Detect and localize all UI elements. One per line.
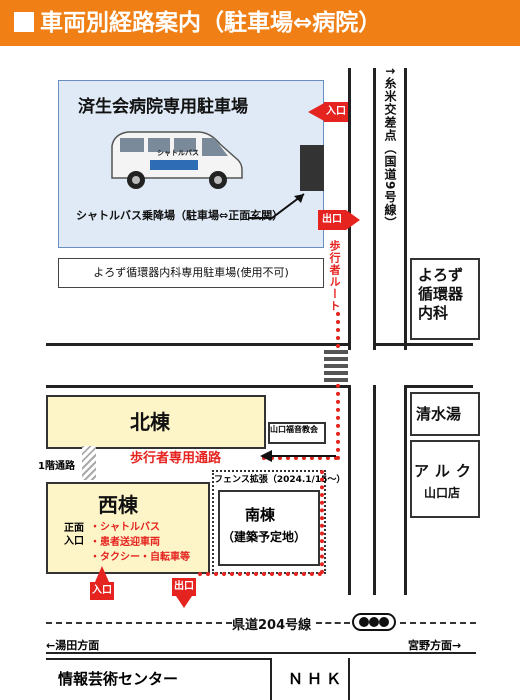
aruku-label: アルク [414, 462, 477, 480]
list-item: ・シャトルバス [90, 522, 160, 533]
fence-label: フェンス拡張（2024.1/15〜） [214, 475, 346, 485]
pedestrian-path-label: 歩行者専用通路 [130, 451, 222, 466]
road-dashed-line [46, 622, 232, 624]
passage-hatch [82, 446, 96, 480]
page-title: 車両別経路案内（駐車場⇔病院） [14, 6, 381, 40]
shimizu-box [410, 392, 480, 436]
left-direction-label: ←湯田方面 [46, 639, 100, 652]
west-wing [46, 482, 210, 574]
road-line [404, 68, 407, 350]
square-icon [14, 12, 34, 32]
vehicle-route-line [320, 470, 324, 574]
road-line [407, 385, 473, 388]
arrow-icon [248, 193, 305, 219]
road-line [46, 658, 270, 660]
north-wing [46, 395, 266, 449]
road-dashed-line [316, 622, 350, 624]
south-wing-label: 南棟 [245, 506, 276, 524]
vehicle-route-line [198, 572, 322, 576]
south-wing [218, 490, 320, 566]
road-line [46, 343, 348, 346]
entrance-vehicle-list: ・シャトルバス ・患者送迎車両 ・タクシー・自転車等 [90, 520, 190, 565]
arrow-left-icon [308, 102, 326, 122]
arrow-up-icon [95, 566, 109, 582]
yorozu-clinic-label: よろず 循環器 内科 [418, 266, 464, 322]
shuttle-van-icon [111, 131, 243, 189]
arrow-left-icon [260, 450, 336, 462]
hospital-entrance-badge: 入口 [90, 582, 114, 600]
nhk-label: ＮＨＫ [288, 670, 346, 688]
road-line [270, 658, 272, 700]
van-text: シャトルバス [157, 149, 199, 157]
south-wing-sub-label: （建築予定地） [222, 530, 307, 544]
north-road-label: ↑糸米交差点（国道9号線） [383, 66, 397, 230]
church-box [268, 422, 326, 444]
shuttle-stop-label: シャトルバス乗降場（駐車場⇔正面玄関） [76, 209, 284, 222]
pedestrian-route-label: 歩行者ルート [328, 240, 341, 312]
parking-exit-badge: 出口 [318, 210, 346, 230]
jouhou-center-label: 情報芸術センター [58, 670, 179, 688]
list-item: ・患者送迎車両 [90, 537, 160, 548]
north-wing-label: 北棟 [130, 410, 170, 434]
prefectural-road-label: 県道204号線 [232, 618, 312, 633]
parking-entrance-badge: 入口 [324, 102, 348, 122]
yorozu-clinic-box [410, 258, 480, 340]
list-item: ・タクシー・自転車等 [90, 552, 190, 563]
traffic-light-icon [352, 613, 396, 631]
cardiology-parking-note: よろず循環器内科専用駐車場(使用不可) [58, 258, 324, 288]
pedestrian-route-line [336, 312, 340, 460]
aruku-sub-label: 山口店 [424, 486, 461, 500]
road-line [404, 385, 407, 595]
road-line [373, 385, 376, 595]
road-dashed-line [400, 622, 476, 624]
aruku-box [410, 440, 480, 518]
road-line [348, 68, 351, 350]
road-line [46, 652, 476, 654]
church-label: 山口福音教会 [270, 425, 318, 434]
shimizu-label: 清水湯 [416, 405, 462, 423]
first-floor-passage-label: 1階通路 [38, 461, 75, 472]
road-line [373, 68, 376, 350]
hospital-exit-badge: 出口 [172, 578, 196, 596]
crosswalk [324, 350, 348, 382]
right-direction-label: 宮野方面→ [408, 639, 462, 652]
page-title-text: 車両別経路案内（駐車場⇔病院） [40, 10, 382, 36]
road-line [373, 343, 473, 346]
arrow-right-icon [346, 210, 360, 230]
road-line [46, 385, 348, 388]
west-wing-label: 西棟 [98, 493, 138, 517]
front-entrance-label: 正面 入口 [64, 523, 84, 547]
road-line [348, 385, 351, 595]
arrow-down-icon [176, 596, 192, 608]
parking-title: 済生会病院専用駐車場 [78, 97, 248, 117]
shuttle-stop-marker [300, 145, 324, 191]
pedestrian-route-line [262, 456, 338, 460]
road-line [348, 658, 350, 700]
header-bar [0, 0, 520, 46]
